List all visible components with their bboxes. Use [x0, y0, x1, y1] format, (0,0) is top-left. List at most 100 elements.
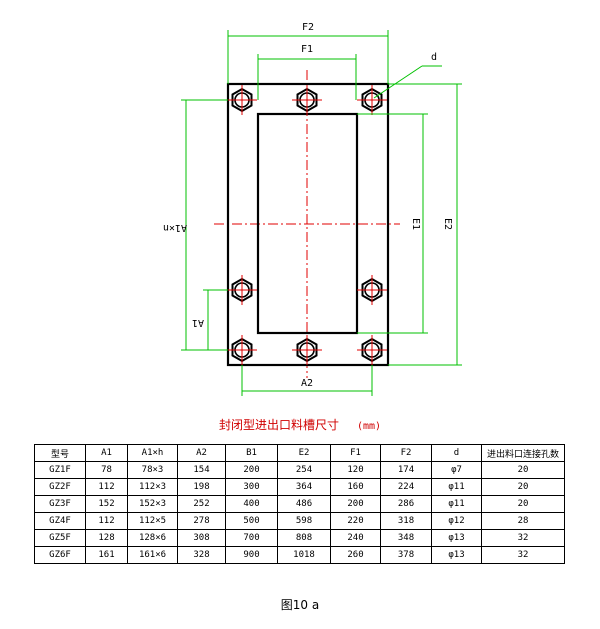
flange-drawing: F2 F1 d A1×n A1 E1 E2 [163, 22, 462, 396]
table-cell: GZ4F [34, 512, 86, 530]
column-header: E2 [277, 444, 331, 462]
table-cell: GZ5F [34, 529, 86, 547]
table-unit: (mm) [356, 421, 382, 432]
table-cell: φ11 [431, 478, 482, 496]
table-cell: 20 [481, 461, 565, 479]
label-a2: A2 [301, 378, 313, 389]
table-cell: 378 [380, 546, 432, 564]
label-a1xn: A1×n [163, 222, 187, 233]
dimension-a2: A2 [241, 365, 373, 396]
table-cell: φ11 [431, 495, 482, 513]
table-cell: 348 [380, 529, 432, 547]
table-cell: 112 [85, 512, 128, 530]
bolt-hole [292, 335, 322, 365]
table-cell: 224 [380, 478, 432, 496]
table-cell: 161×6 [127, 546, 178, 564]
column-header: A1×h [127, 444, 178, 462]
table-cell: GZ2F [34, 478, 86, 496]
table-cell: 78 [85, 461, 128, 479]
bolt-hole [357, 335, 387, 365]
table-cell: φ7 [431, 461, 482, 479]
label-a1: A1 [192, 317, 204, 328]
table-cell: 20 [481, 478, 565, 496]
table-cell: 200 [225, 461, 278, 479]
table-cell: 598 [277, 512, 331, 530]
column-header: F2 [380, 444, 432, 462]
column-header: B1 [225, 444, 278, 462]
dimension-d: d [373, 52, 442, 99]
table-cell: 112 [85, 478, 128, 496]
table-cell: 300 [225, 478, 278, 496]
table-cell: 161 [85, 546, 128, 564]
table-cell: 128×6 [127, 529, 178, 547]
table-cell: 700 [225, 529, 278, 547]
table-cell: 286 [380, 495, 432, 513]
table-cell: 1018 [277, 546, 331, 564]
table-cell: 252 [177, 495, 226, 513]
figure-caption: 图10 a [280, 598, 320, 612]
table-cell: 364 [277, 478, 331, 496]
table-cell: φ13 [431, 529, 482, 547]
table-cell: 128 [85, 529, 128, 547]
table-cell: GZ1F [34, 461, 86, 479]
table-cell: 112×3 [127, 478, 178, 496]
bolt-hole [227, 335, 257, 365]
table-cell: φ13 [431, 546, 482, 564]
column-header: A2 [177, 444, 226, 462]
table-cell: 900 [225, 546, 278, 564]
table-cell: 200 [330, 495, 381, 513]
table-cell: 500 [225, 512, 278, 530]
table-cell: 808 [277, 529, 331, 547]
table-cell: 20 [481, 495, 565, 513]
bolt-hole [227, 275, 257, 305]
column-header: d [431, 444, 482, 462]
table-cell: 260 [330, 546, 381, 564]
table-cell: 328 [177, 546, 226, 564]
table-cell: 120 [330, 461, 381, 479]
table-cell: 254 [277, 461, 331, 479]
bolt-hole [357, 85, 387, 115]
table-cell: GZ3F [34, 495, 86, 513]
bolt-group [227, 85, 387, 365]
table-cell: 154 [177, 461, 226, 479]
table-cell: 28 [481, 512, 565, 530]
dimension-a1xn: A1×n [163, 99, 228, 351]
dimension-f2: F2 [227, 22, 389, 84]
table-cell: 32 [481, 546, 565, 564]
bolt-hole [357, 275, 387, 305]
table-cell: 160 [330, 478, 381, 496]
bolt-hole [227, 85, 257, 115]
label-e1: E1 [410, 218, 421, 230]
table-title: 封闭型进出口料槽尺寸(mm) [0, 416, 600, 433]
dimension-e1: E1 [357, 113, 428, 334]
label-f2: F2 [302, 22, 314, 33]
table-cell: 78×3 [127, 461, 178, 479]
column-header: 型号 [34, 444, 86, 462]
column-header: A1 [85, 444, 128, 462]
label-f1: F1 [301, 44, 313, 55]
table-cell: 220 [330, 512, 381, 530]
table-cell: 32 [481, 529, 565, 547]
dimension-f1: F1 [257, 44, 357, 100]
dimension-a1: A1 [192, 289, 228, 350]
table-cell: φ12 [431, 512, 482, 530]
outer-flange-outline [226, 82, 390, 367]
table-cell: 152×3 [127, 495, 178, 513]
column-header: 进出料口连接孔数 [481, 444, 565, 462]
label-e2: E2 [442, 218, 453, 230]
label-d: d [431, 52, 437, 63]
table-cell: 112×5 [127, 512, 178, 530]
table-cell: 486 [277, 495, 331, 513]
column-header: F1 [330, 444, 381, 462]
dimension-e2: E2 [388, 83, 462, 366]
bolt-hole [292, 85, 322, 115]
